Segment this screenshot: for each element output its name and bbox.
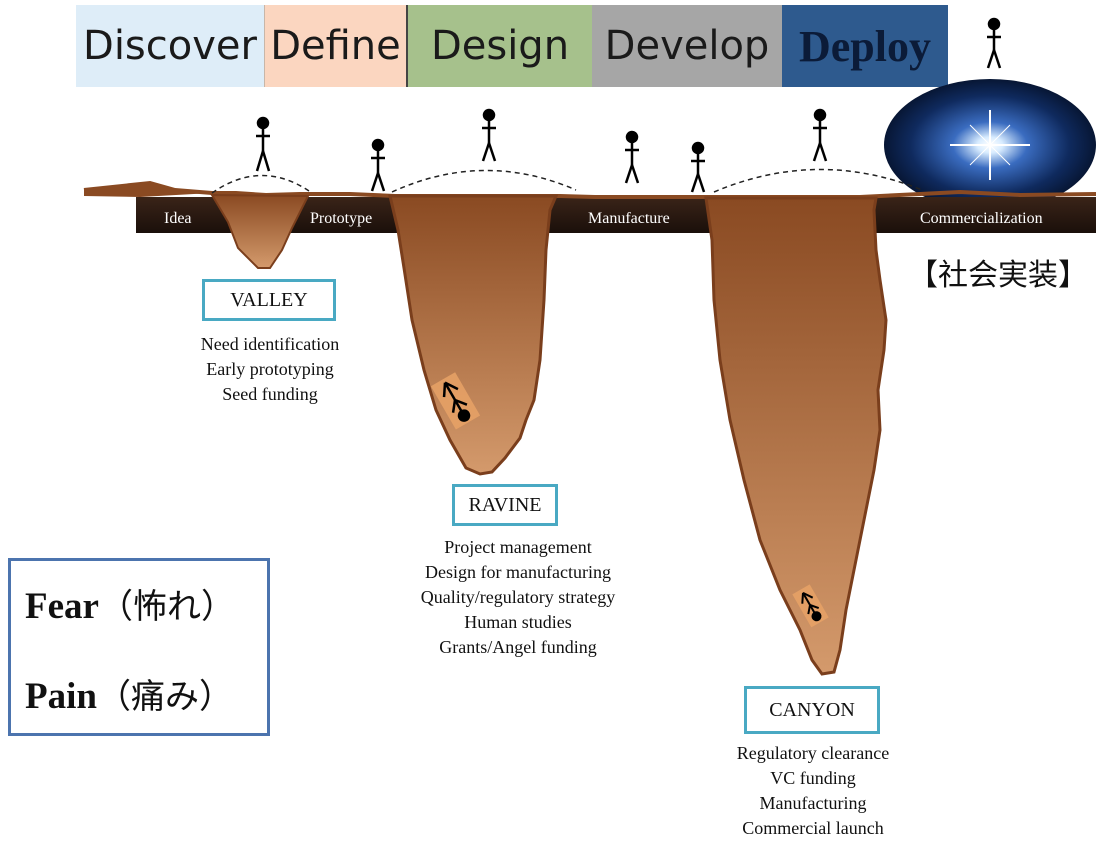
canyon-arc	[713, 168, 923, 193]
person-icon	[255, 116, 271, 172]
list-item: Project management	[444, 537, 592, 557]
stage-idea: Idea	[164, 210, 192, 227]
list-item: Early prototyping	[206, 359, 334, 379]
list-item: Need identification	[200, 334, 340, 354]
valley-chasm	[210, 193, 310, 269]
list-item: VC funding	[770, 768, 856, 788]
person-icon	[370, 138, 386, 192]
list-item: Quality/regulatory strategy	[420, 587, 616, 607]
phase-deploy: Deploy	[782, 5, 948, 87]
person-icon	[481, 108, 497, 162]
person-icon	[690, 141, 706, 193]
phase-define: Define	[264, 5, 406, 87]
list-item: Manufacturing	[759, 793, 867, 813]
ravine-chasm	[388, 194, 559, 476]
valley-title: VALLEY	[202, 279, 336, 321]
pain-en: Pain	[25, 676, 97, 717]
phase-design: Design	[406, 5, 592, 87]
fear-en: Fear	[25, 586, 99, 627]
list-item: Grants/Angel funding	[439, 637, 597, 657]
list-item: Regulatory clearance	[736, 743, 890, 763]
list-item: Human studies	[464, 612, 572, 632]
list-item: Design for manufacturing	[425, 562, 611, 582]
ravine-title: RAVINE	[452, 484, 558, 526]
sparkle-icon	[950, 110, 1030, 180]
stage-manufacture: Manufacture	[588, 210, 670, 227]
ravine-arc	[391, 169, 577, 193]
person-icon	[986, 17, 1002, 69]
canyon-description: Regulatory clearance VC funding Manufact…	[702, 741, 924, 841]
canyon-chasm	[704, 196, 888, 676]
falling-person-icon	[792, 584, 829, 628]
falling-person-icon	[430, 372, 481, 430]
canyon-title: CANYON	[744, 686, 880, 734]
valley-description: Need identification Early prototyping Se…	[160, 332, 380, 407]
fear-jp: （怖れ）	[98, 587, 235, 627]
stage-commercialization: Commercialization	[920, 210, 1043, 227]
fear-line: Fear（怖れ）	[25, 579, 235, 628]
person-icon	[812, 108, 828, 162]
list-item: Seed funding	[222, 384, 318, 404]
phase-discover: Discover	[76, 5, 264, 87]
stage-prototype: Prototype	[310, 210, 373, 227]
fear-pain-box: Fear（怖れ） Pain（痛み）	[8, 558, 270, 736]
social-implementation-label: 【社会実装】	[908, 258, 1088, 293]
list-item: Commercial launch	[742, 818, 884, 838]
phase-develop: Develop	[592, 5, 782, 87]
pain-line: Pain（痛み）	[25, 669, 233, 718]
person-icon	[624, 130, 640, 184]
ravine-description: Project management Design for manufactur…	[378, 535, 658, 660]
valley-arc	[211, 174, 313, 194]
pain-jp: （痛み）	[96, 677, 233, 717]
